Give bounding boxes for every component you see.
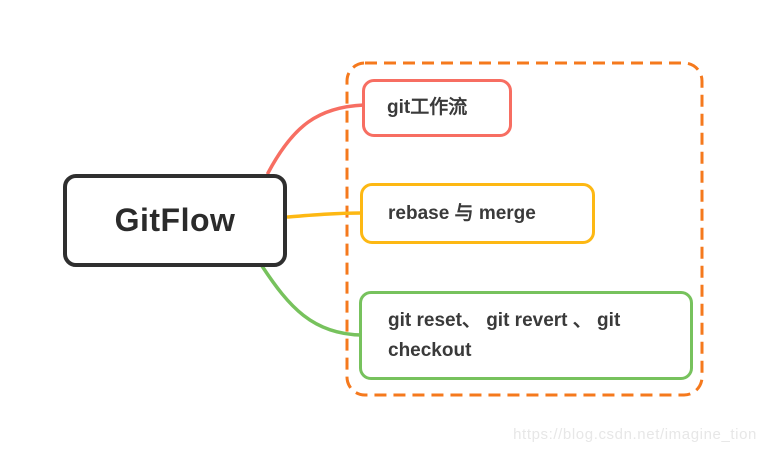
node-gitflow[interactable]: GitFlow: [63, 174, 287, 267]
node-rebase-merge-label: rebase 与 merge: [388, 202, 536, 224]
watermark-url: https://blog.csdn.net/imagine_tion: [513, 426, 757, 443]
node-git-workflow[interactable]: git工作流: [362, 79, 512, 137]
node-git-workflow-label: git工作流: [387, 97, 468, 118]
node-rebase-merge[interactable]: rebase 与 merge: [360, 183, 595, 244]
node-git-reset-revert-checkout[interactable]: git reset、 git revert 、 git checkout: [359, 291, 693, 380]
node-git-reset-revert-checkout-label: git reset、 git revert 、 git checkout: [388, 309, 621, 361]
connector-gitflow-to-reset-revert-checkout: [260, 264, 363, 337]
connector-gitflow-to-rebase-merge: [286, 211, 364, 219]
connector-gitflow-to-git-workflow: [266, 103, 366, 175]
node-gitflow-label: GitFlow: [114, 202, 236, 238]
